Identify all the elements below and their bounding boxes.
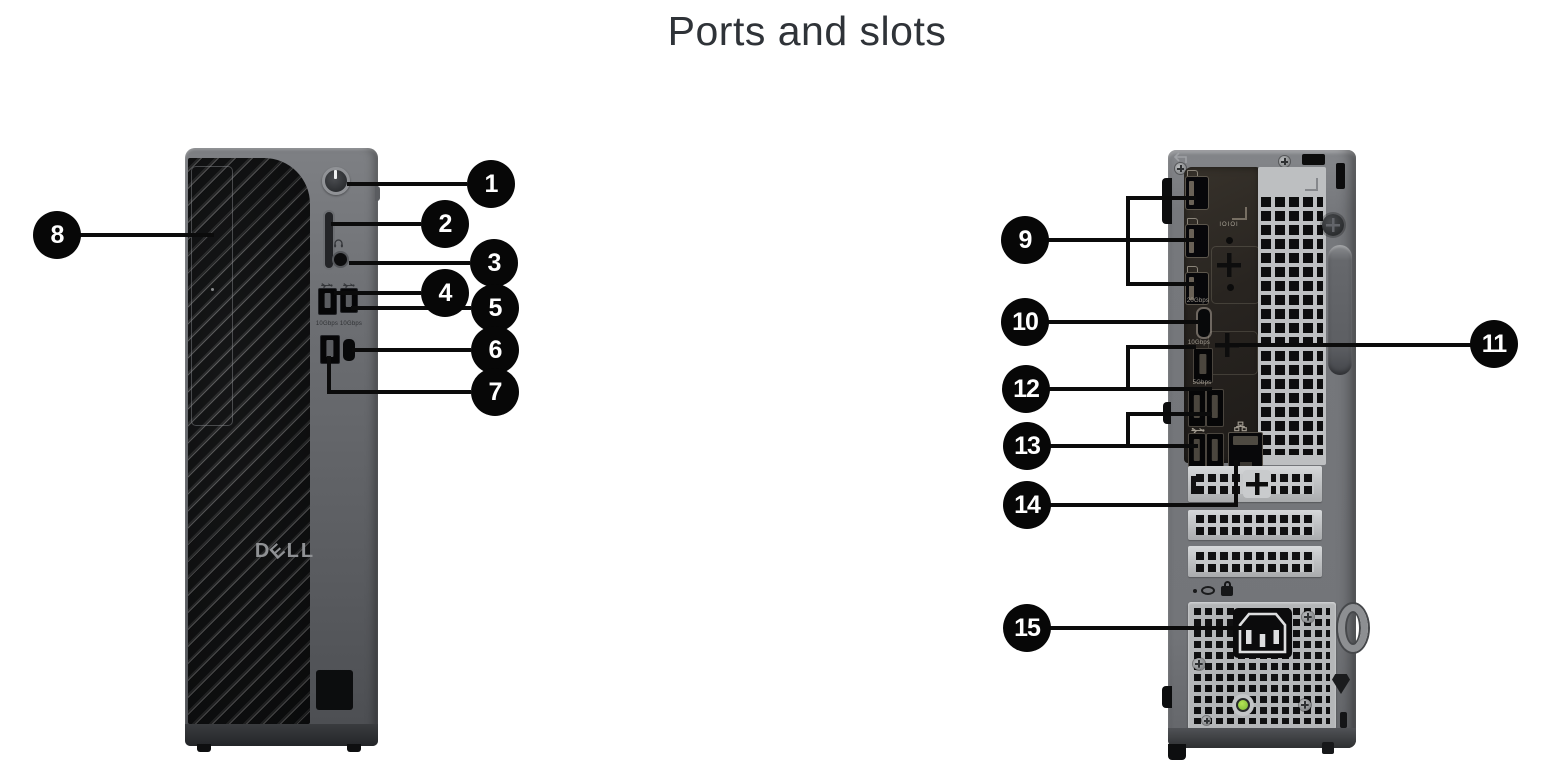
psu-screw bbox=[1299, 699, 1311, 711]
callout-line-13 bbox=[1050, 412, 1212, 448]
network-icon bbox=[1234, 419, 1247, 437]
expansion-slot-3 bbox=[1188, 546, 1322, 577]
callout-line-7 bbox=[327, 356, 471, 394]
displayport-3 bbox=[1185, 272, 1209, 305]
latch-slot bbox=[1302, 154, 1325, 165]
callout-line-9 bbox=[1047, 196, 1196, 286]
usb-a-speed-label: 10Gbps bbox=[315, 321, 339, 327]
vent-grid bbox=[1261, 197, 1323, 455]
usb2-icon bbox=[1190, 422, 1205, 440]
back-base bbox=[1168, 728, 1356, 748]
back-view: IOIOI 20Gbps 10Gbps 5Gbps bbox=[1162, 150, 1368, 760]
c14-inlet-shape bbox=[1238, 612, 1287, 654]
cable-cover-recess bbox=[1328, 245, 1352, 375]
front-grille-texture bbox=[188, 158, 310, 724]
release-latch-arrow-icon bbox=[1172, 152, 1188, 170]
cable-retention-ring bbox=[1338, 604, 1368, 652]
headset-icon bbox=[333, 236, 344, 254]
psu-diagnostic-led bbox=[1236, 698, 1250, 712]
dell-logo: DELL bbox=[245, 539, 325, 563]
logo-letters: LL bbox=[286, 540, 316, 562]
expansion-slot-1 bbox=[1188, 466, 1322, 502]
psu-screw bbox=[1193, 658, 1205, 670]
front-foot-right bbox=[347, 744, 361, 752]
displayport-1 bbox=[1185, 176, 1209, 210]
corner-engraving bbox=[1232, 207, 1247, 220]
side-protrusion-bottom bbox=[1162, 686, 1172, 708]
screw-cross-mark bbox=[1217, 253, 1241, 277]
serial-port-knockout-label: IOIOI bbox=[1219, 222, 1239, 228]
callout-15-power-connector: 15 bbox=[1003, 604, 1051, 652]
usb-a-speed-label: 10Gbps bbox=[1187, 340, 1211, 346]
usb-c-speed-label: 20Gbps bbox=[1186, 298, 1210, 304]
knockout-hole bbox=[1227, 284, 1234, 291]
padlock-icon bbox=[1224, 581, 1231, 588]
usb2-powershare-icon bbox=[342, 277, 355, 295]
knockout-plate-outline bbox=[1211, 246, 1260, 304]
knockout-hole bbox=[1226, 237, 1233, 244]
logo-letter: D bbox=[254, 540, 272, 562]
psu-screw bbox=[1202, 716, 1211, 725]
usb-a-port-front-1 bbox=[318, 288, 337, 315]
usb-c-speed-label: 10Gbps bbox=[339, 321, 363, 327]
side-protrusion-top bbox=[1162, 178, 1172, 224]
ethernet-port bbox=[1228, 432, 1263, 471]
callout-2-sd-card-slot: 2 bbox=[421, 200, 469, 248]
side-tab bbox=[375, 186, 380, 201]
optical-drive-bay-outline bbox=[191, 166, 233, 426]
engraving-oval bbox=[1201, 586, 1215, 595]
front-badge-plate bbox=[316, 670, 353, 710]
security-lock-slot bbox=[1336, 163, 1345, 189]
callout-1-power-button: 1 bbox=[467, 160, 515, 208]
thumbscrew bbox=[1322, 214, 1344, 236]
page-title: Ports and slots bbox=[667, 8, 947, 54]
expansion-slot-2 bbox=[1188, 510, 1322, 540]
rear-slot-mark bbox=[1340, 712, 1347, 728]
front-foot-left bbox=[197, 744, 211, 752]
callout-5-usb-port: 5 bbox=[471, 284, 519, 332]
vent-panel bbox=[1258, 167, 1326, 465]
callout-line-12 bbox=[1049, 345, 1212, 391]
callout-line-14 bbox=[1050, 460, 1238, 507]
psu-screw bbox=[1302, 611, 1314, 623]
callout-7-usb-port: 7 bbox=[471, 368, 519, 416]
callout-12-usb-ports: 12 bbox=[1002, 365, 1050, 413]
power-button bbox=[322, 167, 350, 195]
usb-pair-speed-label: 5Gbps bbox=[1192, 380, 1212, 386]
slot-screw-cross bbox=[1246, 473, 1268, 495]
callout-3-headset-jack: 3 bbox=[470, 239, 518, 287]
callout-8-drive-bay: 8 bbox=[33, 211, 81, 259]
callout-4-usb-port: 4 bbox=[421, 269, 469, 317]
callout-13-usb-ports: 13 bbox=[1003, 422, 1051, 470]
back-foot bbox=[1168, 744, 1186, 760]
padlock-icon-body bbox=[1221, 586, 1233, 596]
slot-perforation bbox=[1196, 552, 1314, 572]
front-view: 10Gbps 10Gbps DELL bbox=[185, 148, 380, 752]
front-base bbox=[185, 724, 378, 746]
slot-perforation bbox=[1196, 515, 1314, 535]
callout-10-usb-c-port: 10 bbox=[1001, 298, 1049, 346]
usb-a-10gbps-port-back bbox=[1193, 348, 1213, 383]
headset-jack bbox=[332, 251, 349, 268]
corner-engraving bbox=[1305, 178, 1318, 191]
back-foot-right bbox=[1322, 742, 1334, 754]
power-supply-panel bbox=[1188, 602, 1336, 730]
callout-14-ethernet-port: 14 bbox=[1003, 481, 1051, 529]
power-connector-port bbox=[1233, 608, 1292, 658]
chassis-screw bbox=[1175, 163, 1186, 174]
chassis-screw bbox=[1279, 156, 1290, 167]
usb-a-5gbps-port-2 bbox=[1206, 389, 1224, 427]
drive-eject-hole bbox=[211, 288, 214, 291]
callout-11-optional-port: 11 bbox=[1470, 320, 1518, 368]
power-button-icon bbox=[334, 170, 337, 179]
slot-notch bbox=[1191, 476, 1196, 494]
engraving-dot bbox=[1193, 589, 1197, 593]
callout-9-displayports: 9 bbox=[1001, 216, 1049, 264]
callout-6-usb-c-port: 6 bbox=[471, 326, 519, 374]
